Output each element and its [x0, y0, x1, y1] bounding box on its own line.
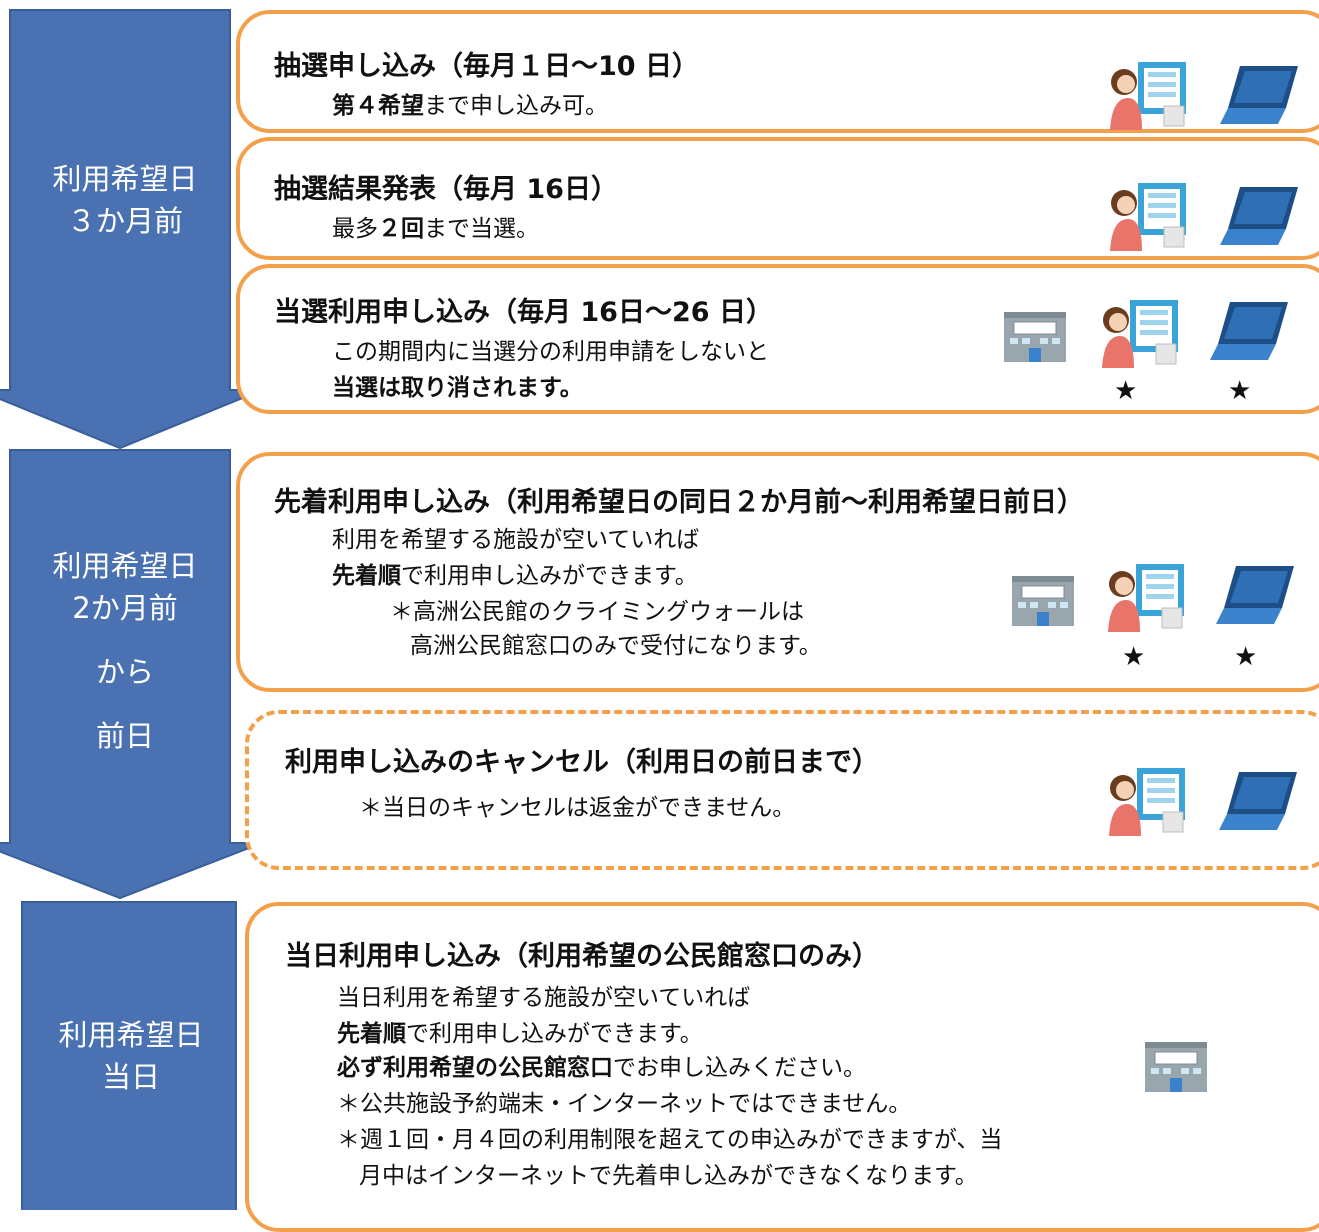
building-icon — [1141, 1036, 1211, 1092]
box-line: 当選は取り消されます。 — [332, 375, 583, 401]
box-line: この期間内に当選分の利用申請をしないと — [332, 339, 769, 365]
box-line: 当日利用を希望する施設が空いていれば — [337, 985, 751, 1011]
terminal-icon — [1107, 766, 1187, 836]
stage-arrow-2 — [0, 449, 263, 900]
box-line: 最多２回まで当選。 — [332, 216, 539, 242]
box-title: 先着利用申し込み（利用希望日の同日２か月前～利用希望日前日） — [274, 487, 1084, 518]
stage-arrow-1 — [0, 9, 263, 450]
stage-label-3: 利用希望日 当日 — [58, 1018, 204, 1094]
stage-label-1: 利用希望日 ３か月前 — [52, 162, 198, 238]
box-first-come-application: 先着利用申し込み（利用希望日の同日２か月前～利用希望日前日） 利用を希望する施設… — [236, 452, 1319, 692]
star-icon: ★ — [1114, 376, 1138, 406]
box-lottery-application: 抽選申し込み（毎月１日～10 日） 第４希望まで申し込み可。 — [236, 10, 1319, 133]
box-title: 当日利用申し込み（利用希望の公民館窓口のみ） — [285, 941, 879, 972]
box-line: 先着順で利用申し込みができます。 — [332, 563, 698, 589]
box-title: 当選利用申し込み（毎月 16日～26 日） — [274, 297, 773, 328]
terminal-icon — [1106, 562, 1186, 632]
box-note: 高洲公民館窓口のみで受付になります。 — [410, 633, 822, 659]
box-lottery-results: 抽選結果発表（毎月 16日） 最多２回まで当選。 — [236, 137, 1319, 260]
building-icon — [1000, 306, 1070, 362]
box-title: 利用申し込みのキャンセル（利用日の前日まで） — [285, 747, 879, 778]
laptop-icon — [1219, 768, 1299, 838]
star-icon: ★ — [1122, 642, 1146, 672]
box-title: 抽選結果発表（毎月 16日） — [274, 174, 618, 205]
box-note: ＊高洲公民館のクライミングウォールは — [390, 599, 804, 625]
box-line: 先着順で利用申し込みができます。 — [337, 1021, 703, 1047]
box-same-day-application: 当日利用申し込み（利用希望の公民館窓口のみ） 当日利用を希望する施設が空いていれ… — [245, 902, 1319, 1232]
star-icon: ★ — [1228, 376, 1252, 406]
box-note: ＊週１回・月４回の利用制限を超えての申込みができますが、当 — [337, 1127, 1003, 1153]
laptop-icon — [1220, 183, 1300, 253]
box-line: 必ず利用希望の公民館窓口でお申し込みください。 — [337, 1055, 866, 1081]
box-line: 利用を希望する施設が空いていれば — [332, 527, 700, 553]
laptop-icon — [1216, 562, 1296, 632]
terminal-icon — [1100, 298, 1180, 368]
stage-arrow-3 — [21, 901, 237, 1210]
box-winning-application: 当選利用申し込み（毎月 16日～26 日） この期間内に当選分の利用申請をしない… — [236, 264, 1319, 414]
box-note: ＊公共施設予約端末・インターネットではできません。 — [337, 1091, 912, 1117]
box-note: 月中はインターネットで先着申し込みができなくなります。 — [359, 1163, 978, 1189]
box-title: 抽選申し込み（毎月１日～10 日） — [274, 51, 699, 82]
stage-label-2: 利用希望日 2か月前 から 前日 — [52, 549, 198, 753]
box-note: ＊当日のキャンセルは返金ができません。 — [359, 795, 796, 821]
terminal-icon — [1108, 181, 1188, 251]
laptop-icon — [1220, 62, 1300, 132]
laptop-icon — [1210, 298, 1290, 368]
box-cancellation: 利用申し込みのキャンセル（利用日の前日まで） ＊当日のキャンセルは返金ができませ… — [245, 710, 1319, 870]
terminal-icon — [1108, 60, 1188, 130]
star-icon: ★ — [1234, 642, 1258, 672]
box-line: 第４希望まで申し込み可。 — [332, 93, 608, 119]
building-icon — [1008, 570, 1078, 626]
